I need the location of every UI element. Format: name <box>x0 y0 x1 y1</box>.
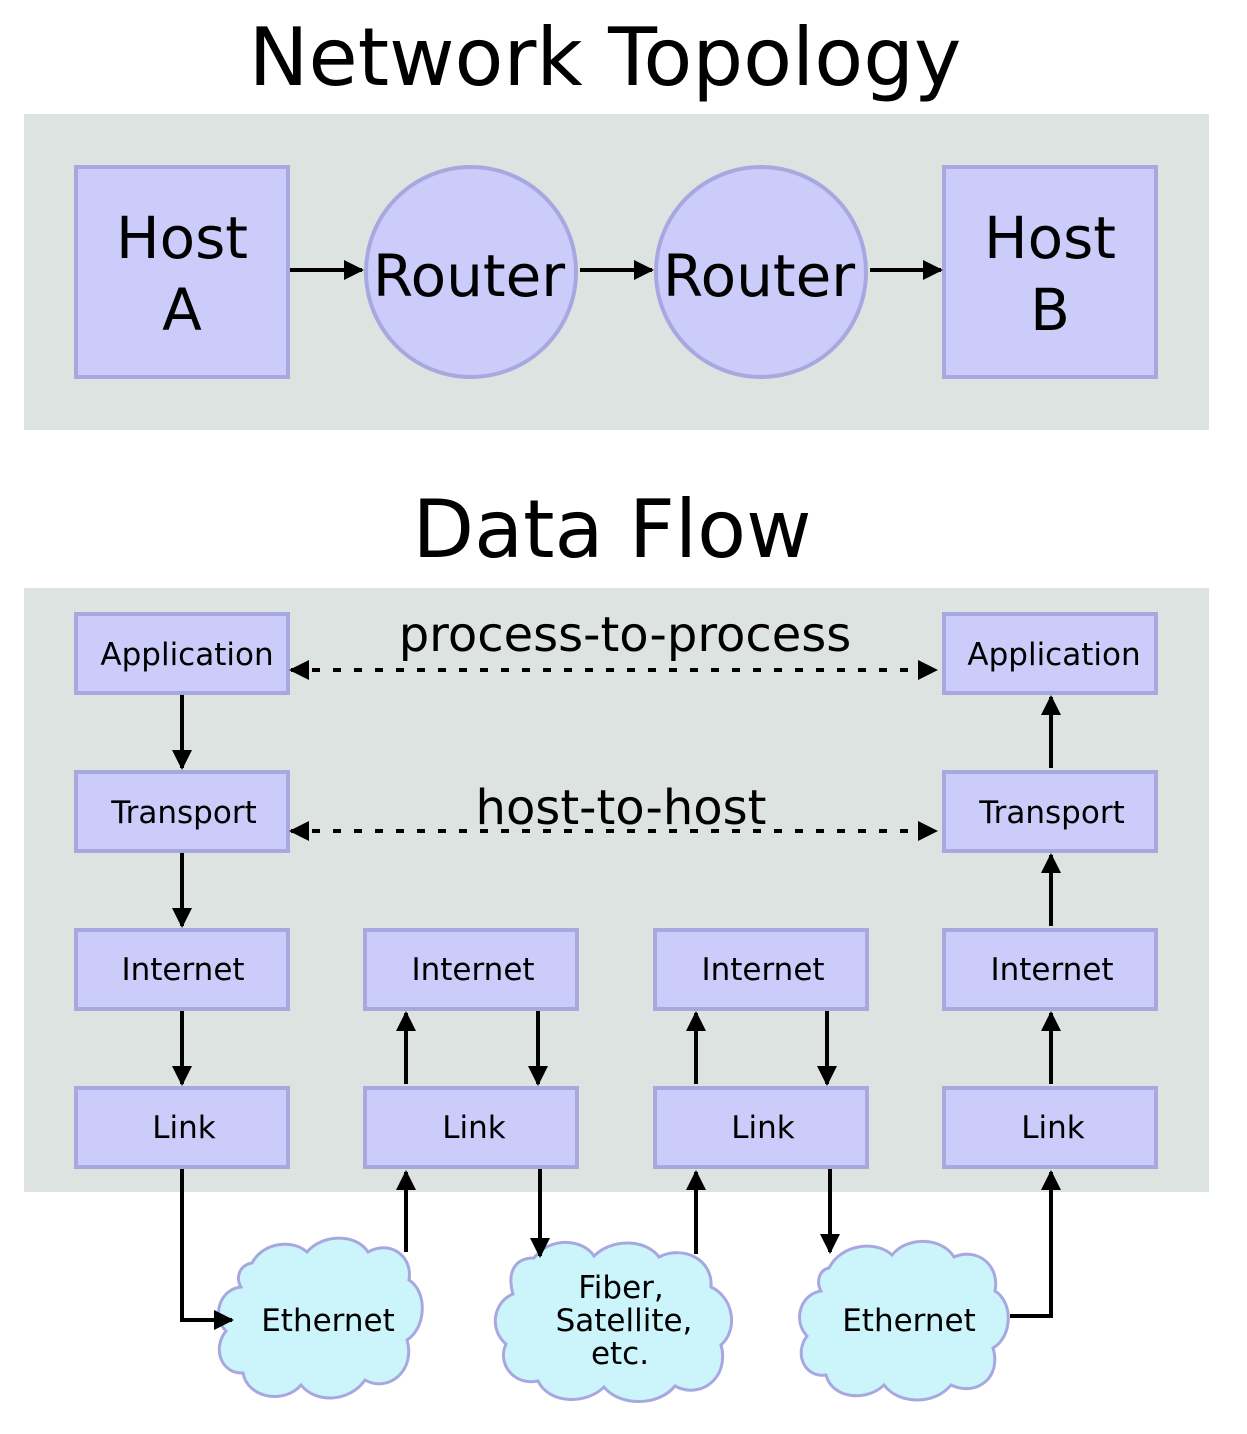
left-internet-label: Internet <box>121 952 244 988</box>
router-2-internet-label: Internet <box>701 952 824 988</box>
router-1-internet-box: Internet <box>363 928 579 1011</box>
right-transport-box: Transport <box>942 770 1158 853</box>
fiber-cloud-label-line1: Fiber, <box>578 1270 664 1306</box>
fiber-satellite-cloud: Fiber, Satellite, etc. <box>493 1241 733 1403</box>
right-link-label: Link <box>1021 1110 1085 1146</box>
ethernet-to-right-link-arrow <box>1010 1170 1061 1318</box>
router-1-link-box: Link <box>363 1086 579 1169</box>
right-internet-box: Internet <box>942 928 1158 1011</box>
router-1-label: Router <box>373 242 565 310</box>
left-link-to-ethernet-arrow <box>180 1169 234 1330</box>
host-a-box: Host A <box>74 165 290 379</box>
router-2: Router <box>654 165 868 379</box>
left-internet-box: Internet <box>74 928 290 1011</box>
left-transport-box: Transport <box>74 770 290 853</box>
process-to-process-label: process-to-process <box>399 607 852 663</box>
router-1: Router <box>364 165 578 379</box>
host-b-label-line1: Host <box>984 204 1116 272</box>
fiber-cloud-label-line3: etc. <box>591 1336 649 1372</box>
left-link-box: Link <box>74 1086 290 1169</box>
left-transport-label: Transport <box>110 795 256 831</box>
right-internet-label: Internet <box>990 952 1113 988</box>
right-application-box: Application <box>942 612 1158 695</box>
left-application-label: Application <box>100 637 273 673</box>
host-to-host-label: host-to-host <box>476 780 767 836</box>
router-2-internet-box: Internet <box>653 928 869 1011</box>
fiber-cloud-label-line2: Satellite, <box>556 1303 693 1339</box>
ethernet-cloud-right-label: Ethernet <box>842 1303 976 1339</box>
right-transport-label: Transport <box>978 795 1124 831</box>
host-a-label-line1: Host <box>116 204 248 272</box>
router-1-link-label: Link <box>442 1110 506 1146</box>
host-b-box: Host B <box>942 165 1158 379</box>
router-2-label: Router <box>663 242 855 310</box>
ethernet-cloud-right: Ethernet <box>798 1239 1010 1402</box>
router-1-internet-label: Internet <box>411 952 534 988</box>
router-2-link-box: Link <box>653 1086 869 1169</box>
router-2-link-label: Link <box>731 1110 795 1146</box>
host-a-label-line2: A <box>162 276 202 344</box>
topology-title: Network Topology <box>249 11 962 104</box>
ethernet-cloud-left: Ethernet <box>217 1236 424 1400</box>
left-link-label: Link <box>152 1110 216 1146</box>
right-application-label: Application <box>967 637 1140 673</box>
ethernet-cloud-left-label: Ethernet <box>261 1303 395 1339</box>
host-b-label-line2: B <box>1030 276 1070 344</box>
data-flow-title: Data Flow <box>412 483 811 576</box>
left-application-box: Application <box>74 612 290 695</box>
right-link-box: Link <box>942 1086 1158 1169</box>
